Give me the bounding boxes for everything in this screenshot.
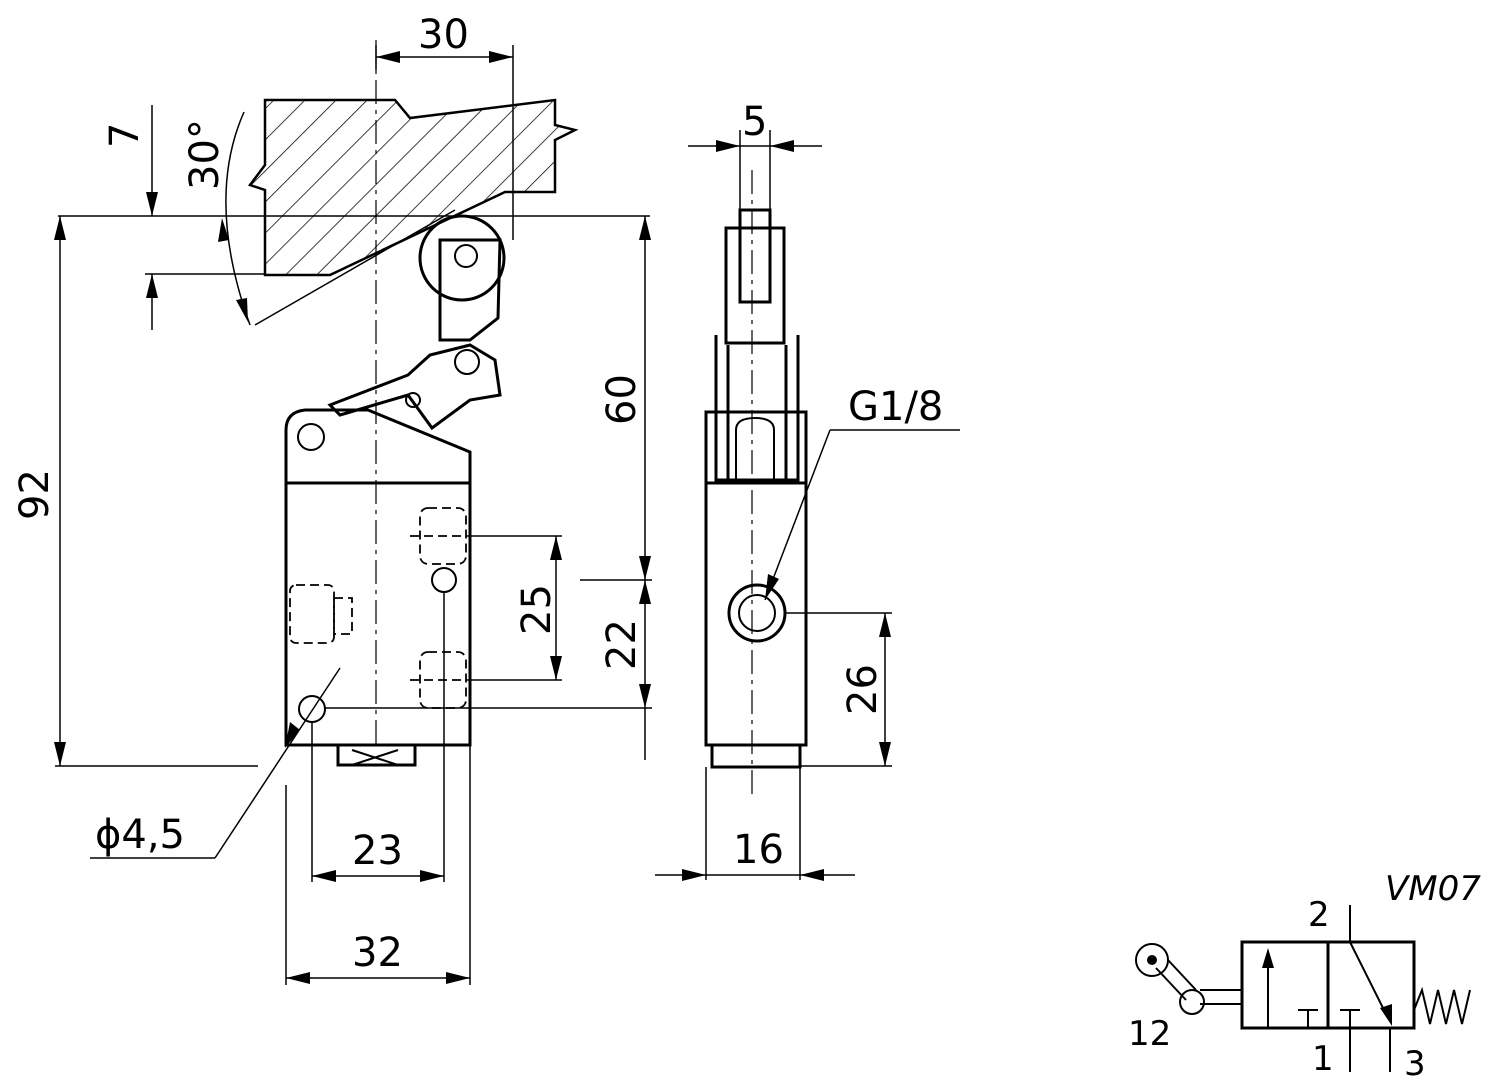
side-body bbox=[704, 410, 808, 747]
dim-30: 30 bbox=[375, 12, 514, 240]
actuating-cam bbox=[247, 98, 579, 277]
valve-position-right bbox=[1326, 940, 1416, 1030]
dim-16: 16 bbox=[655, 767, 855, 881]
roller bbox=[418, 214, 506, 302]
port-2-label: 2 bbox=[1308, 895, 1330, 935]
dim-angle-label: 30° bbox=[182, 119, 228, 190]
pneumatic-symbol: VM07 2 12 1 3 bbox=[1128, 869, 1481, 1084]
dim-26: 26 bbox=[785, 612, 892, 767]
dim-32: 32 bbox=[285, 745, 471, 985]
dim-angle: 30° bbox=[182, 111, 251, 326]
mounting-hole-top bbox=[431, 567, 457, 593]
lower-lever bbox=[327, 343, 502, 431]
side-port bbox=[727, 583, 787, 643]
dim-22-label: 22 bbox=[599, 619, 645, 670]
dim-23: 23 bbox=[311, 592, 445, 882]
mounting-hole-bottom bbox=[298, 695, 326, 723]
hidden-ports bbox=[289, 507, 467, 709]
front-view: 30 7 30° 92 bbox=[12, 12, 652, 985]
dim-22: 22 bbox=[325, 580, 652, 760]
port-1-label: 1 bbox=[1312, 1039, 1334, 1079]
dim-diameter: ϕ4,5 bbox=[90, 667, 341, 859]
dim-16-label: 16 bbox=[733, 827, 784, 873]
valve-head bbox=[284, 408, 472, 485]
dim-thread-label: G1/8 bbox=[848, 384, 943, 430]
dim-5-label: 5 bbox=[742, 99, 767, 145]
side-view: 5 G1/8 26 16 bbox=[655, 99, 960, 881]
dim-30-label: 30 bbox=[418, 12, 469, 58]
side-roller bbox=[738, 208, 772, 304]
dim-25: 25 bbox=[466, 535, 562, 681]
dim-23-label: 23 bbox=[352, 828, 403, 874]
dim-5: 5 bbox=[688, 99, 822, 210]
dim-92: 92 bbox=[12, 216, 258, 767]
dim-60: 60 bbox=[580, 216, 652, 581]
upper-lever bbox=[438, 238, 502, 342]
dim-7-label: 7 bbox=[102, 123, 148, 148]
model-label: VM07 bbox=[1385, 869, 1481, 909]
dim-diameter-label: ϕ4,5 bbox=[95, 812, 185, 858]
dim-7: 7 bbox=[102, 105, 158, 330]
valve-position-left bbox=[1240, 940, 1330, 1030]
dim-25-label: 25 bbox=[514, 584, 560, 635]
dim-32-label: 32 bbox=[352, 930, 403, 976]
dim-26-label: 26 bbox=[840, 664, 886, 715]
dim-60-label: 60 bbox=[599, 374, 645, 425]
port-12-label: 12 bbox=[1128, 1014, 1171, 1054]
dim-thread: G1/8 bbox=[764, 384, 960, 601]
bottom-plunger bbox=[336, 745, 417, 767]
spring-icon bbox=[1413, 986, 1471, 1025]
valve-body bbox=[284, 481, 472, 747]
port-3-label: 3 bbox=[1404, 1044, 1426, 1084]
actuator-roller-icon bbox=[1179, 989, 1205, 1015]
dim-92-label: 92 bbox=[12, 469, 58, 520]
